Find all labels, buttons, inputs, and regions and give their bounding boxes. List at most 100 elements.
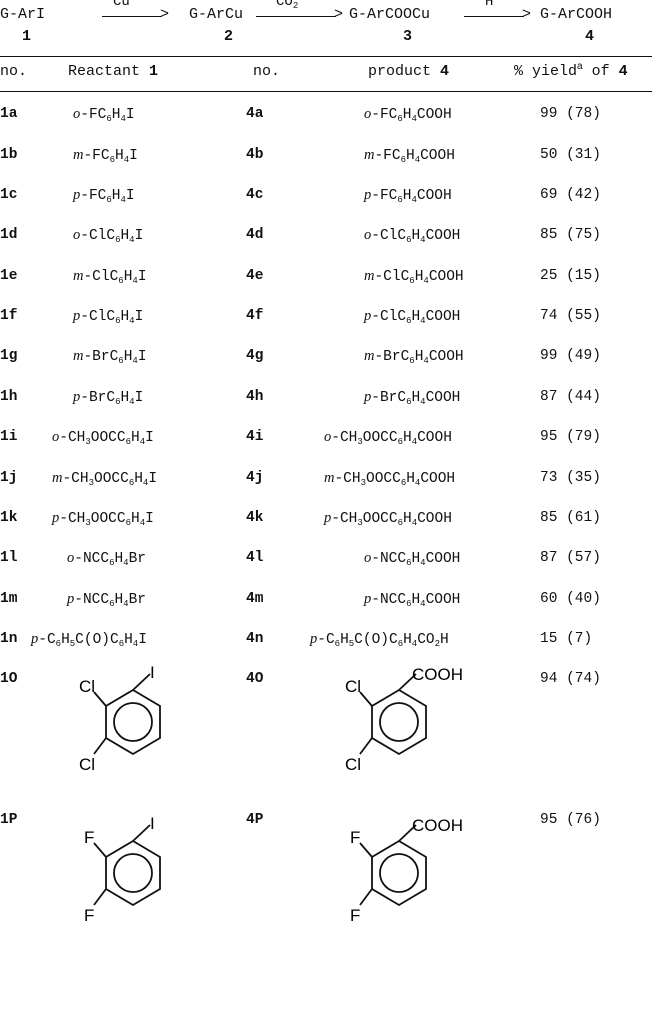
scheme-species-1: G-ArI xyxy=(0,6,46,23)
yield-value: 60 (40) xyxy=(540,591,601,607)
table-row: 1l o-NCC6H4Br 4l o-NCC6H4COOH 87 (57) xyxy=(0,550,652,574)
reactant-formula: p-ClC6H4I xyxy=(73,308,144,326)
yield-value: 95 (79) xyxy=(540,429,601,445)
table-row: 1a o-FC6H4I 4a o-FC6H4COOH 99 (78) xyxy=(0,106,652,130)
reactant-id: 1g xyxy=(0,348,18,364)
reaction-scheme: G-ArI 1 CuO > G-ArCu 2 CO2 > G-ArCOOCu 3… xyxy=(0,0,652,48)
table-row: 1c p-FC6H4I 4c p-FC6H4COOH 69 (42) xyxy=(0,187,652,211)
product-id: 4j xyxy=(246,470,264,486)
scheme-species-4: G-ArCOOH xyxy=(540,6,613,23)
table-row: 1b m-FC6H4I 4b m-FC6H4COOH 50 (31) xyxy=(0,147,652,171)
reactant-id: 1h xyxy=(0,389,18,405)
reactant-structure-1O: Cl I Cl xyxy=(79,663,161,774)
table-row: 1f p-ClC6H4I 4f p-ClC6H4COOH 74 (55) xyxy=(0,308,652,332)
product-formula: o-CH3OOCC6H4COOH xyxy=(324,429,452,447)
reactant-id: 1O xyxy=(0,671,18,687)
product-id: 4f xyxy=(246,308,264,324)
header-yield: % yielda of 4 xyxy=(514,61,628,81)
product-id: 4O xyxy=(246,671,264,687)
substituent-label: Cl xyxy=(79,677,95,696)
reactant-id: 1i xyxy=(0,429,18,445)
table-row: 1j m-CH3OOCC6H4I 4j m-CH3OOCC6H4COOH 73 … xyxy=(0,470,652,494)
product-formula: p-FC6H4COOH xyxy=(364,187,452,205)
product-id: 4c xyxy=(246,187,264,203)
scheme-species-2: G-ArCu xyxy=(189,6,244,23)
yield-value: 50 (31) xyxy=(540,147,601,163)
product-id: 4k xyxy=(246,510,264,526)
reactant-id: 1m xyxy=(0,591,18,607)
reactant-id: 1P xyxy=(0,812,18,828)
product-structure-4O: Cl COOH Cl xyxy=(345,665,463,774)
reactant-id: 1d xyxy=(0,227,18,243)
reactant-formula: m-FC6H4I xyxy=(73,147,138,165)
reactant-formula: p-NCC6H4Br xyxy=(67,591,146,609)
reactant-id: 1f xyxy=(0,308,18,324)
yield-value: 69 (42) xyxy=(540,187,601,203)
reactant-id: 1a xyxy=(0,106,18,122)
product-id: 4n xyxy=(246,631,264,647)
reagent-step-3: H+ xyxy=(485,0,499,10)
header-no-reactant: no. xyxy=(0,63,28,80)
substituent-label: COOH xyxy=(412,816,463,835)
product-id: 4d xyxy=(246,227,264,243)
yield-value: 99 (49) xyxy=(540,348,601,364)
reactant-formula: m-CH3OOCC6H4I xyxy=(52,470,158,488)
product-formula: p-ClC6H4COOH xyxy=(364,308,461,326)
arrow-tip-2: > xyxy=(334,6,344,23)
product-formula: m-FC6H4COOH xyxy=(364,147,455,165)
reactant-id: 1b xyxy=(0,147,18,163)
substituent-label: F xyxy=(84,828,94,847)
table-row: 1g m-BrC6H4I 4g m-BrC6H4COOH 99 (49) xyxy=(0,348,652,372)
yield-value: 95 (76) xyxy=(540,812,601,828)
scheme-number-3: 3 xyxy=(403,28,413,45)
header-reactant: Reactant 1 xyxy=(68,63,159,80)
substituent-label: I xyxy=(150,663,155,682)
reactant-formula: p-BrC6H4I xyxy=(73,389,144,407)
yield-value: 15 (7) xyxy=(540,631,593,647)
arrow-tip-3: > xyxy=(522,6,532,23)
reactant-formula: p-CH3OOCC6H4I xyxy=(52,510,154,528)
yield-value: 85 (61) xyxy=(540,510,601,526)
yield-value: 94 (74) xyxy=(540,671,601,687)
scheme-species-3: G-ArCOOCu xyxy=(349,6,431,23)
product-id: 4l xyxy=(246,550,264,566)
arrow-tip-1: > xyxy=(160,6,170,23)
product-formula: p-NCC6H4COOH xyxy=(364,591,461,609)
benzene-ring xyxy=(359,824,427,907)
substituent-label: F xyxy=(350,828,360,847)
arrow-step-1 xyxy=(102,16,162,17)
product-structure-4P: F COOH F xyxy=(350,816,463,925)
table-top-rule xyxy=(0,56,652,57)
product-formula: o-ClC6H4COOH xyxy=(364,227,461,245)
table-row: 1n p-C6H5C(O)C6H4I 4n p-C6H5C(O)C6H4CO2H… xyxy=(0,631,652,655)
product-id: 4g xyxy=(246,348,264,364)
reactant-formula: m-BrC6H4I xyxy=(73,348,147,366)
table-row: 1i o-CH3OOCC6H4I 4i o-CH3OOCC6H4COOH 95 … xyxy=(0,429,652,453)
reactant-id: 1c xyxy=(0,187,18,203)
reactant-formula: o-NCC6H4Br xyxy=(67,550,146,568)
substituent-label: I xyxy=(150,814,155,833)
reactant-formula: o-ClC6H4I xyxy=(73,227,144,245)
product-id: 4e xyxy=(246,268,264,284)
reactant-formula: p-C6H5C(O)C6H4I xyxy=(31,631,147,649)
substituent-label: Cl xyxy=(345,755,361,774)
product-formula: m-BrC6H4COOH xyxy=(364,348,464,366)
table-row: 1h p-BrC6H4I 4h p-BrC6H4COOH 87 (44) xyxy=(0,389,652,413)
table-header-rule xyxy=(0,91,652,92)
table-row: 1d o-ClC6H4I 4d o-ClC6H4COOH 85 (75) xyxy=(0,227,652,251)
reactant-id: 1j xyxy=(0,470,18,486)
product-formula: p-BrC6H4COOH xyxy=(364,389,461,407)
substituent-label: F xyxy=(350,906,360,925)
yield-value: 87 (57) xyxy=(540,550,601,566)
reactant-id: 1l xyxy=(0,550,18,566)
benzene-ring xyxy=(359,673,427,756)
yield-value: 85 (75) xyxy=(540,227,601,243)
reagent-step-1: CuO xyxy=(113,0,136,10)
product-formula: p-CH3OOCC6H4COOH xyxy=(324,510,452,528)
yield-value: 74 (55) xyxy=(540,308,601,324)
product-formula: o-NCC6H4COOH xyxy=(364,550,461,568)
reactant-structure-1P: F I F xyxy=(84,814,161,925)
table-row: 1m p-NCC6H4Br 4m p-NCC6H4COOH 60 (40) xyxy=(0,591,652,615)
substituent-label: COOH xyxy=(412,665,463,684)
product-id: 4P xyxy=(246,812,264,828)
